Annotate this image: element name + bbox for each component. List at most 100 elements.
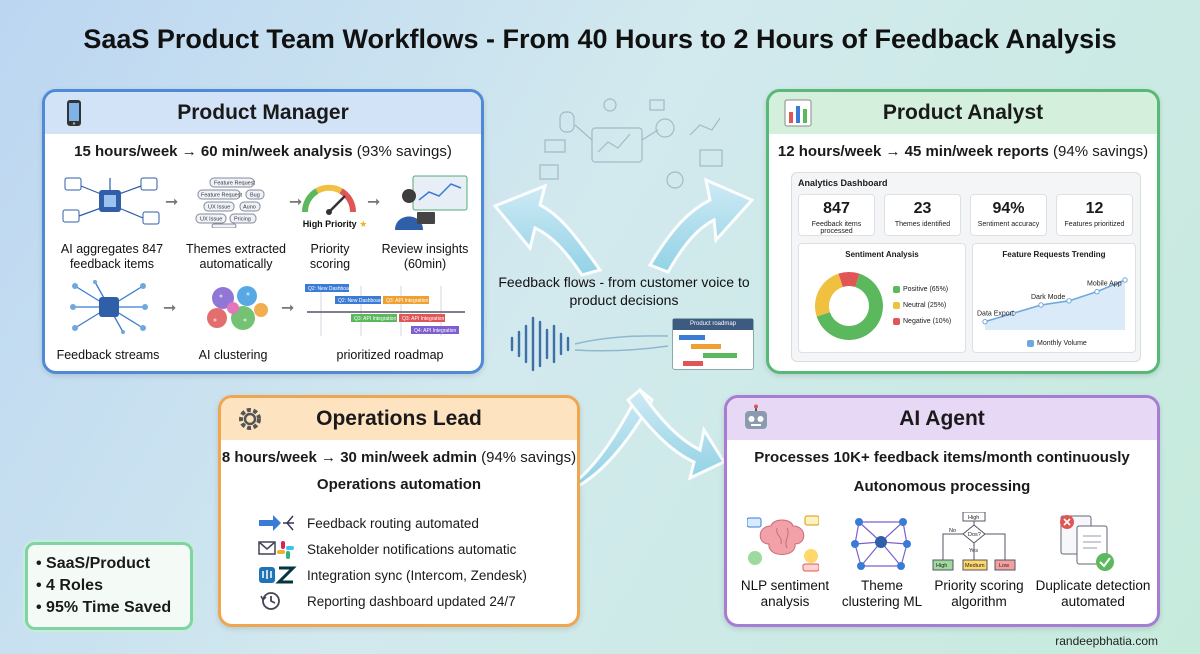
gauge-label: High Priority ★: [302, 219, 368, 229]
ops-item-routing: Feedback routing automated: [257, 510, 527, 536]
tree-label: High: [936, 563, 947, 569]
theme-tag: Auno: [243, 205, 256, 211]
operations-lead-summary: 8 hours/week → 30 min/week admin (94% sa…: [221, 449, 577, 466]
arrow-right-icon: ➞: [163, 300, 177, 317]
badge-line: • SaaS/Product: [36, 555, 151, 572]
theme-tag: Feature Request: [214, 181, 255, 187]
trend-annotation: Dark Mode: [1031, 294, 1065, 301]
tree-label: High: [968, 515, 979, 521]
roadmap-tag: Q3: API Integration: [354, 316, 396, 322]
sentiment-panel: Sentiment Analysis Positive (65%) Neutra…: [798, 243, 966, 353]
arrow-to-ai-agent: [625, 387, 727, 481]
trend-point: [1066, 298, 1072, 304]
product-manager-summary: 15 hours/week → 60 min/week analysis (93…: [74, 143, 452, 160]
roadmap-mini-card: Product roadmap: [672, 318, 754, 370]
product-analyst-card: Product Analyst 12 hours/week → 45 min/w…: [766, 89, 1160, 374]
arrow-to-product-manager: [492, 183, 603, 277]
ai-agent-header: AI Agent: [727, 398, 1157, 440]
operations-list: Feedback routing automated Stakeholder n…: [257, 510, 527, 614]
stat-card: 94%Sentiment accuracy: [970, 194, 1047, 236]
donut-slice-positive: [816, 273, 883, 340]
theme-tag: Bug: [250, 193, 260, 199]
ai-item-clustering: Theme clustering ML: [841, 578, 923, 609]
product-analyst-title: Product Analyst: [882, 101, 1044, 124]
product-manager-card: Product Manager 15 hours/week → 60 min/w…: [42, 89, 484, 374]
trend-annotation: Data Export: [977, 311, 1014, 318]
ai-agent-title: AI Agent: [899, 407, 985, 430]
operations-lead-card: Operations Lead 8 hours/week → 30 min/we…: [218, 395, 580, 627]
trend-panel: Feature Requests Trending Data Export Dar…: [972, 243, 1136, 353]
roadmap-mini-label: Product roadmap: [673, 319, 753, 330]
ai-agent-card: AI Agent Processes 10K+ feedback items/m…: [724, 395, 1160, 627]
page-title: SaaS Product Team Workflows - From 40 Ho…: [83, 24, 1117, 54]
sentiment-donut: [815, 272, 883, 340]
pm-item-priority: Priority scoring: [309, 242, 351, 271]
trend-point: [1010, 310, 1016, 317]
ai-agent-summary: Processes 10K+ feedback items/month cont…: [754, 449, 1130, 466]
trend-point: [982, 318, 988, 325]
theme-tag: Pricing: [234, 217, 251, 223]
roadmap-tag: Q2: New Dashboard: [308, 286, 354, 292]
operations-subheading: Operations automation: [316, 476, 482, 493]
roadmap-gantt-icon: Q2: New Dashboard Q2: New Dashboard Q3: …: [305, 284, 465, 336]
sentiment-title: Sentiment Analysis: [845, 250, 919, 259]
duplicate-docs-icon: [1060, 515, 1114, 571]
operations-lead-title: Operations Lead: [316, 407, 482, 430]
theme-tag: Feature Request: [201, 193, 242, 199]
tree-label: Medium: [965, 563, 985, 569]
donut-slice-neutral: [815, 273, 843, 317]
roadmap-tag: Q2: New Dashboard: [338, 298, 384, 304]
tree-label: No: [949, 528, 956, 534]
pm-item-review: Review insights (60min): [381, 242, 469, 271]
roadmap-tag: Q3: API Integration: [402, 316, 444, 322]
theme-tag: UX Issue: [208, 205, 230, 211]
review-person-icon: [395, 175, 468, 230]
footer-credit: randeepbhatia.com: [1055, 634, 1158, 648]
product-analyst-header: Product Analyst: [769, 92, 1157, 134]
pm-item-streams: Feedback streams: [56, 348, 160, 362]
operations-lead-header: Operations Lead: [221, 398, 577, 440]
ai-agent-subheading: Autonomous processing: [853, 478, 1031, 495]
arrow-right-icon: ➞: [367, 194, 381, 211]
legend-negative: Negative (10%): [893, 318, 951, 325]
ai-item-priority: Priority scoring algorithm: [934, 578, 1024, 609]
ops-item-reporting: Reporting dashboard updated 24/7: [257, 588, 527, 614]
badge-line: • 95% Time Saved: [36, 599, 172, 616]
legend-positive: Positive (65%): [893, 286, 948, 293]
feedback-aggregation-icon: [62, 177, 160, 225]
trend-point: [1122, 277, 1128, 283]
ops-item-integration: Integration sync (Intercom, Zendesk): [257, 562, 527, 588]
notification-icon: [258, 541, 294, 559]
roadmap-tag: Q4: API Integration: [414, 328, 456, 334]
arrow-right-icon: ➞: [289, 194, 303, 211]
dashboard-title: Analytics Dashboard: [798, 178, 888, 188]
sound-wave-icon: [510, 316, 570, 372]
pm-item-themes: Themes extracted automatically: [185, 242, 287, 271]
gear-icon: [239, 408, 261, 430]
pm-item-roadmap: prioritized roadmap: [336, 348, 444, 362]
trend-point: [1038, 302, 1044, 308]
brain-sentiment-icon: [747, 515, 819, 572]
donut-slice-negative: [838, 272, 860, 287]
center-caption: Feedback flows - from customer voice to …: [498, 274, 750, 308]
ai-item-nlp: NLP sentiment analysis: [740, 578, 830, 609]
arrow-to-product-analyst: [647, 177, 755, 274]
product-manager-header: Product Manager: [45, 92, 481, 134]
bar-chart-icon: [784, 99, 812, 127]
star-icon: ★: [359, 219, 368, 229]
trend-title: Feature Requests Trending: [1002, 250, 1106, 259]
ai-clustering-icon: [207, 286, 268, 330]
badge-line: • 4 Roles: [36, 577, 103, 594]
summary-badge: • SaaS/Product • 4 Roles • 95% Time Save…: [25, 542, 193, 630]
legend-monthly-volume: Monthly Volume: [1027, 340, 1087, 347]
theme-tags-cloud: Feature Request Feature Request Bug UX I…: [190, 176, 290, 229]
legend-neutral: Neutral (25%): [893, 302, 946, 309]
arrow-right-icon: ➞: [165, 194, 179, 211]
trend-line: [984, 279, 1126, 323]
neural-network-icon: [851, 518, 911, 570]
